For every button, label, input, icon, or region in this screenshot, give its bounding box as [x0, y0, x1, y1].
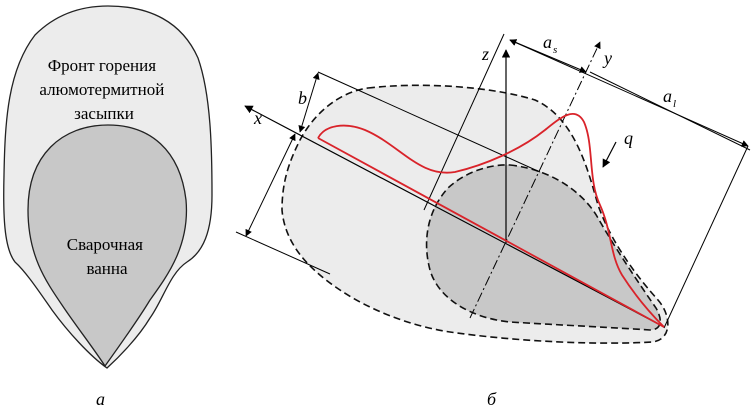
pool-label: Сварочная ванна: [67, 235, 148, 278]
heat-baseline: [317, 137, 665, 328]
as-label: a s: [543, 32, 557, 56]
b-dimension: [298, 72, 320, 133]
z-axis-tilted: [423, 33, 505, 211]
caption-a: а: [96, 389, 105, 409]
heat-distribution-curve: [317, 113, 665, 328]
x-axis: [244, 105, 665, 328]
front-label-line-3: засыпки: [74, 104, 134, 123]
al-label-sub: l: [673, 98, 676, 110]
weld-pool-shape: [27, 124, 188, 368]
as-label-main: a: [543, 32, 552, 52]
heat-flux-arrow: [602, 141, 617, 168]
front-label: Фронт горения алюмотермитной засыпки: [39, 56, 168, 123]
pool-label-line-1: Сварочная: [67, 235, 143, 254]
heat-flux-label: q: [624, 128, 633, 148]
pool-outline-dashed: [425, 164, 662, 331]
panel-a: Фронт горения алюмотермитной засыпки Сва…: [3, 5, 213, 409]
front-label-line-1: Фронт горения: [48, 56, 156, 75]
as-label-sub: s: [553, 44, 557, 56]
panel-b: x z y b a s a l q б: [235, 32, 751, 409]
al-dimension: [509, 39, 749, 147]
front-label-line-2: алюмотермитной: [39, 80, 164, 99]
caption-b: б: [487, 389, 497, 409]
al-label-main: a: [663, 86, 672, 106]
width-dimension: [245, 133, 296, 237]
z-axis-label: z: [481, 44, 489, 64]
y-axis-label: y: [602, 48, 612, 68]
width-extension: [235, 231, 331, 275]
b-label: b: [298, 88, 307, 108]
al-end-tick: [663, 145, 749, 329]
pool-label-line-2: ванна: [86, 259, 128, 278]
x-axis-label: x: [253, 108, 262, 128]
al-label: a l: [663, 86, 676, 110]
